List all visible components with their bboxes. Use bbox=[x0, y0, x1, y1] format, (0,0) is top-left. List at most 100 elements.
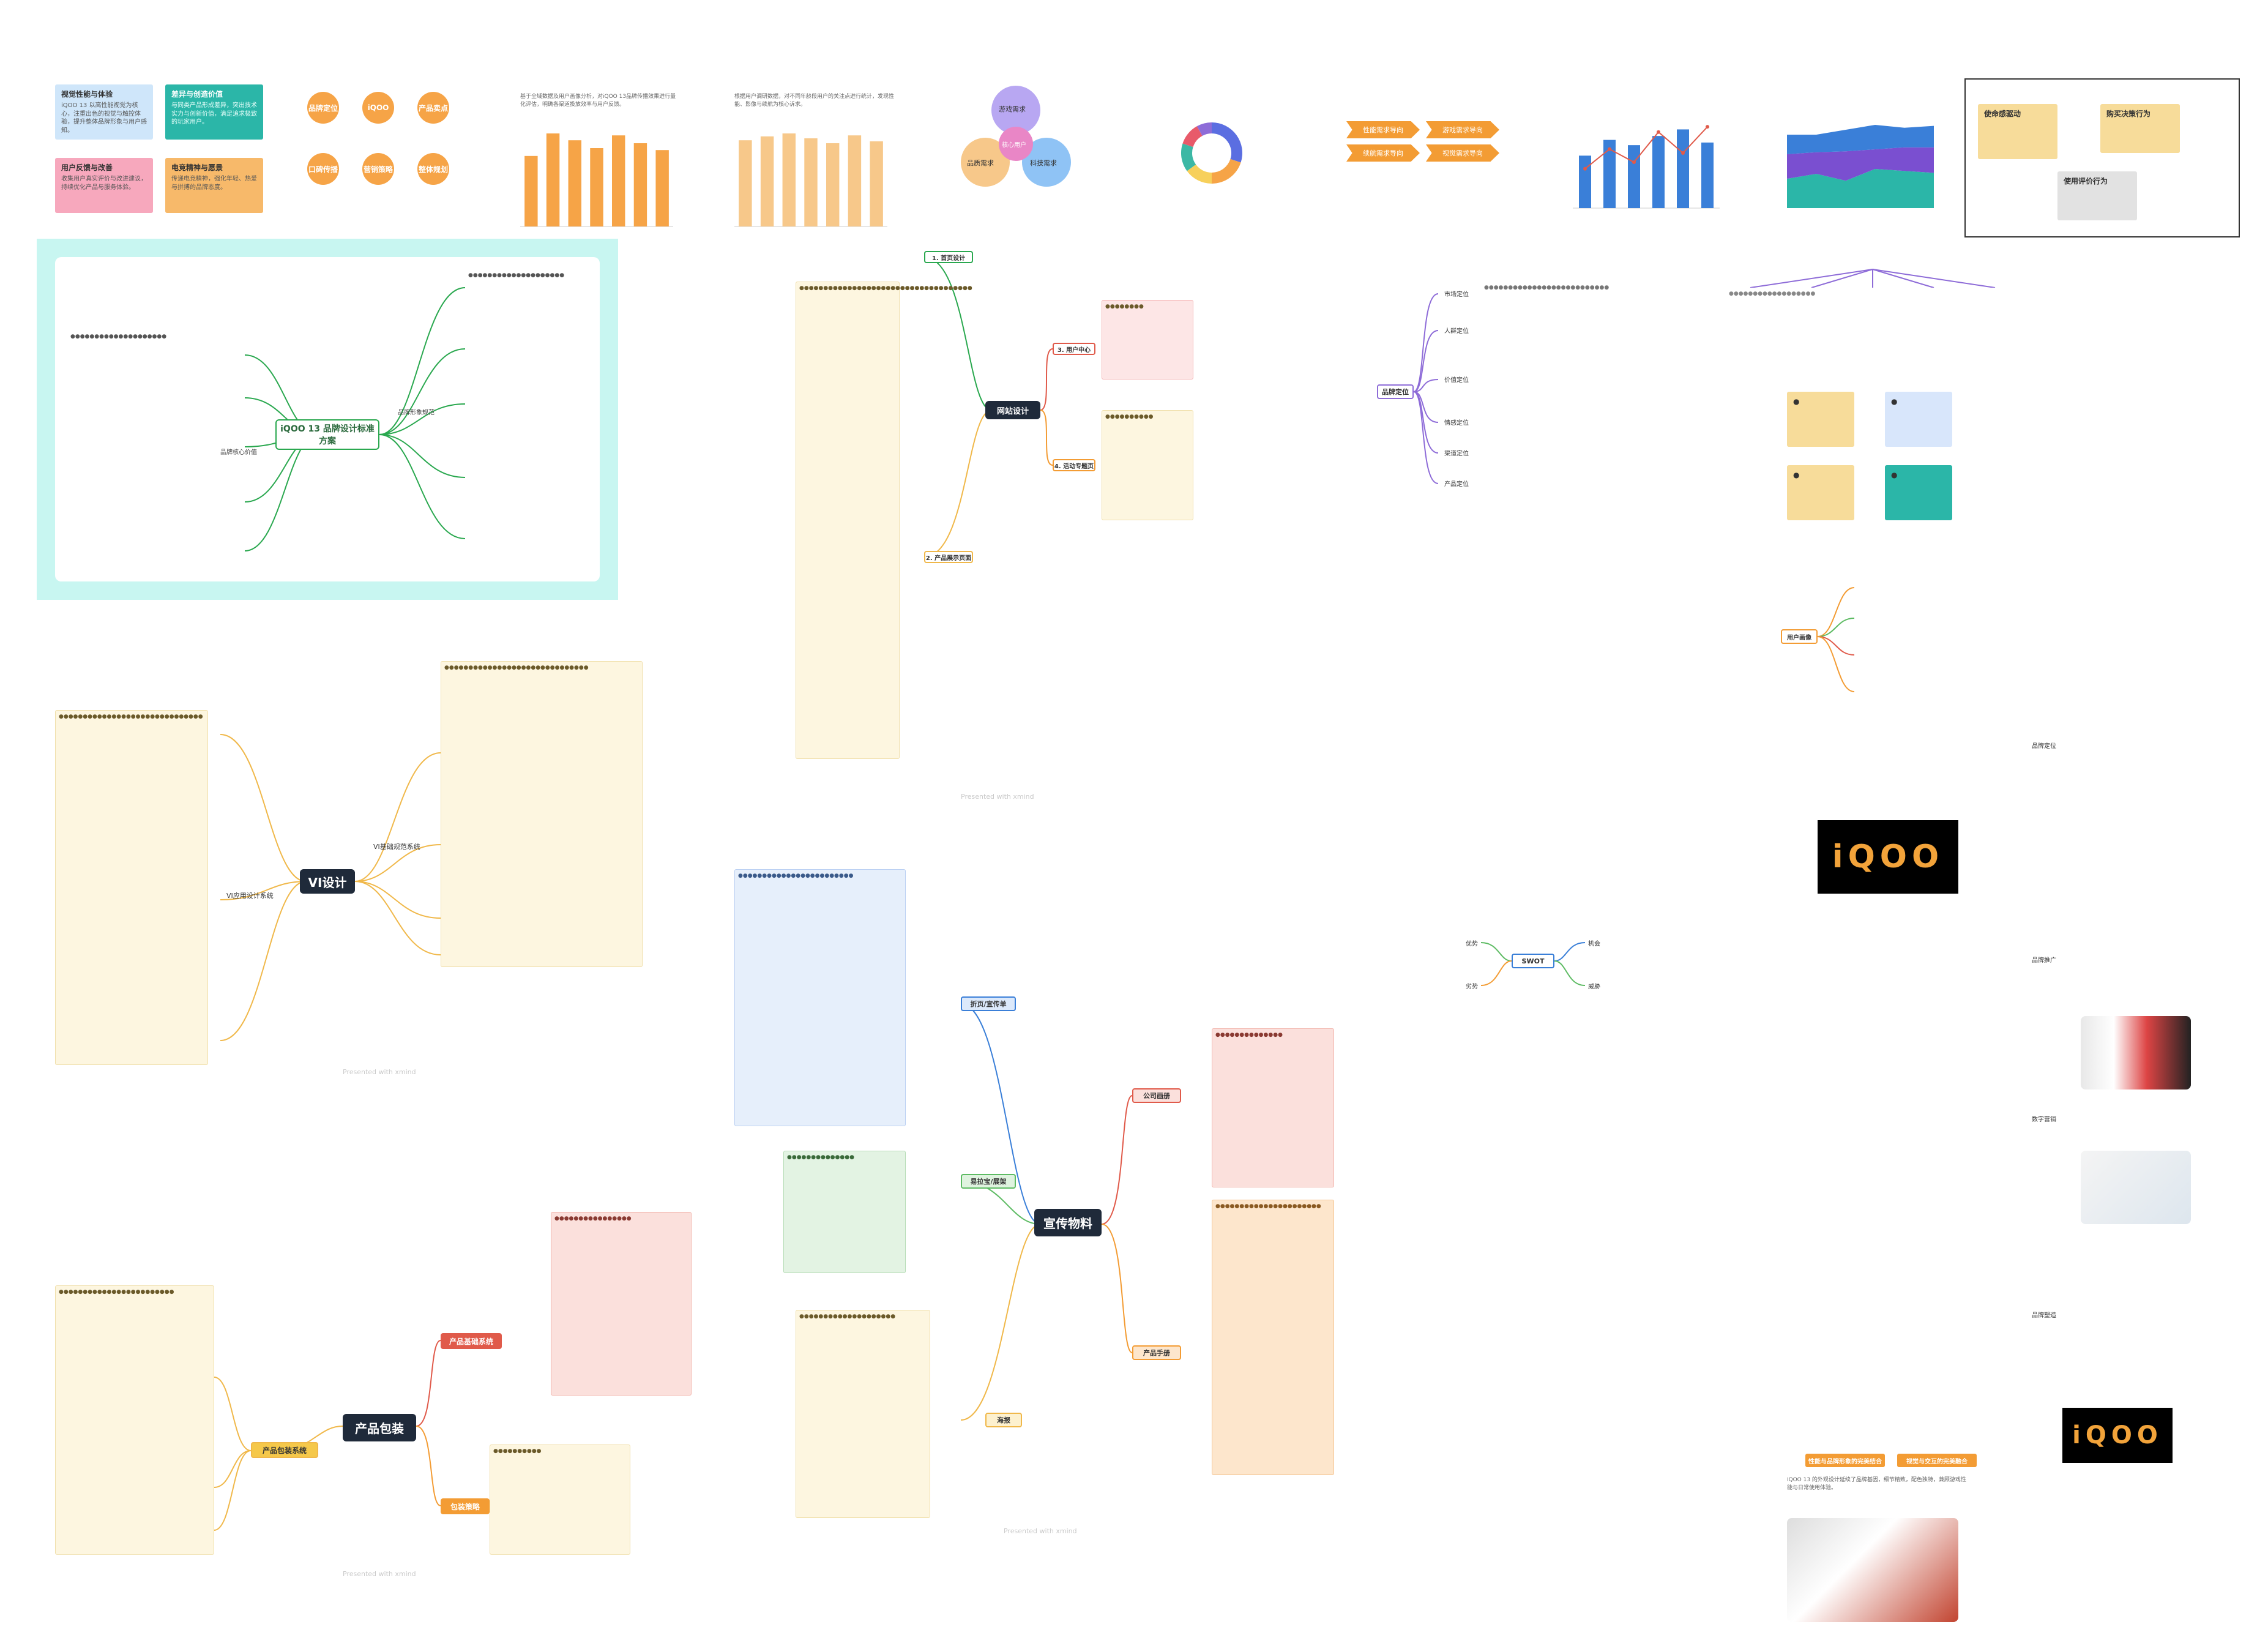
package-branch[interactable]: 包装策略 bbox=[441, 1498, 490, 1514]
note-card: ● bbox=[1787, 465, 1854, 520]
watermark: Presented with xmind bbox=[343, 1068, 416, 1076]
behavior-panel: 使命感驱动 购买决策行为 使用评价行为 bbox=[1964, 78, 2240, 237]
phone-image bbox=[2081, 1016, 2191, 1089]
vi-branch: VI基础规范系统 bbox=[373, 843, 420, 851]
note-title: 差异与创造价值 bbox=[171, 90, 223, 99]
iqoo-logo: iQOO bbox=[1818, 820, 1958, 894]
notes-panel: 视觉性能与体验 iQOO 13 以高性能视觉为核心，注重出色的视觉与触控体验，提… bbox=[37, 67, 288, 233]
venn-label: 科技需求 bbox=[1030, 159, 1057, 167]
note-title: 购买决策行为 bbox=[2106, 110, 2151, 118]
arrow-step: 续航需求导向 bbox=[1346, 144, 1420, 162]
bar bbox=[848, 135, 862, 226]
brand-position-branch: 情感定位 bbox=[1444, 420, 1469, 427]
donut-slice bbox=[1187, 164, 1212, 184]
bar bbox=[655, 150, 669, 226]
topic-circle: 整体规划 bbox=[417, 153, 449, 185]
text-block: ●●●●●●●●●●●●●●●●●●●●●●●●●● bbox=[1481, 282, 1689, 502]
text-block: ●●●●●●●●●● bbox=[1102, 410, 1193, 520]
bar bbox=[760, 136, 774, 226]
topic-circle: 品牌定位 bbox=[307, 92, 339, 124]
text-block: ●●●●●●●●●●●●●●●●●●●●●● bbox=[1212, 1200, 1334, 1475]
donut-slice bbox=[1212, 159, 1241, 184]
vi-root[interactable]: VI设计 bbox=[300, 869, 355, 894]
main-branch-label: 品牌核心价值 bbox=[220, 449, 257, 456]
banner-caption: iQOO 13 的外观设计延续了品牌基因，细节精致，配色独特，兼顾游戏性能与日常… bbox=[1787, 1477, 1966, 1491]
section-title: 品牌推广 bbox=[2032, 957, 2056, 964]
topic-circle: 产品卖点 bbox=[417, 92, 449, 124]
note-card: ● bbox=[1885, 392, 1952, 447]
promo-branch[interactable]: 折页/宣传单 bbox=[961, 996, 1016, 1011]
arrow-step: 游戏需求导向 bbox=[1426, 121, 1499, 138]
promo-branch[interactable]: 公司画册 bbox=[1132, 1088, 1181, 1103]
website-branch[interactable]: 3. 用户中心 bbox=[1053, 343, 1095, 355]
note-title: 视觉性能与体验 bbox=[61, 90, 113, 99]
brand-position-branch: 产品定位 bbox=[1444, 481, 1469, 488]
brand-position-branch: 人群定位 bbox=[1444, 328, 1469, 335]
package-branch[interactable]: 产品包装系统 bbox=[251, 1442, 318, 1458]
brand-position-root[interactable]: 品牌定位 bbox=[1377, 384, 1414, 399]
text-block: ●●●●●●●●●●●●●●●●●●●●●●●●●●●●●● bbox=[441, 661, 643, 967]
bar-chart-1 bbox=[520, 133, 673, 227]
venn-circle bbox=[1022, 138, 1071, 187]
bar bbox=[1579, 155, 1591, 208]
bar bbox=[612, 135, 625, 226]
donut-chart bbox=[1181, 122, 1242, 184]
donut-slice bbox=[1182, 126, 1203, 148]
phone-image bbox=[2081, 1151, 2191, 1224]
section-title: 品牌塑造 bbox=[2032, 1312, 2056, 1319]
persona-root[interactable]: 用户画像 bbox=[1781, 629, 1818, 644]
swot-item: 机会 bbox=[1588, 941, 1600, 947]
iqoo-logo: iQOO bbox=[2062, 1408, 2173, 1463]
chart-caption: 根据用户调研数据，对不同年龄段用户的关注点进行统计，发现性能、影像与续航为核心诉… bbox=[734, 94, 895, 108]
promo-branch[interactable]: 海报 bbox=[985, 1413, 1022, 1427]
bar bbox=[1603, 140, 1616, 208]
topic-circle: iQOO bbox=[362, 92, 394, 124]
promo-branch[interactable]: 易拉宝/展架 bbox=[961, 1174, 1016, 1189]
website-branch[interactable]: 1. 首页设计 bbox=[924, 251, 973, 263]
note-title: 使命感驱动 bbox=[1984, 110, 2021, 118]
section-title: 品牌定位 bbox=[2032, 743, 2056, 750]
venn-circle bbox=[991, 86, 1040, 135]
swot-item: 劣势 bbox=[1466, 984, 1478, 990]
note-body: iQOO 13 以高性能视觉为核心，注重出色的视觉与触控体验，提升整体品牌形象与… bbox=[61, 102, 147, 134]
watermark: Presented with xmind bbox=[1004, 1527, 1077, 1535]
package-root[interactable]: 产品包装 bbox=[343, 1414, 416, 1441]
watermark: Presented with xmind bbox=[961, 793, 1034, 801]
note-card: 购买决策行为 bbox=[2100, 104, 2180, 153]
website-branch[interactable]: 2. 产品展示页面 bbox=[924, 551, 973, 563]
mindmap-main-root[interactable]: iQOO 13 品牌设计标准方案 bbox=[275, 419, 379, 450]
website-root[interactable]: 网站设计 bbox=[985, 401, 1040, 419]
area-band bbox=[1787, 147, 1934, 181]
note-body: 收集用户真实评价与改进建议，持续优化产品与服务体验。 bbox=[61, 176, 147, 191]
website-branch[interactable]: 4. 活动专题页 bbox=[1053, 459, 1095, 471]
bar-chart-panel-2: 根据用户调研数据，对不同年龄段用户的关注点进行统计，发现性能、影像与续航为核心诉… bbox=[722, 92, 918, 233]
donut-slice bbox=[1196, 122, 1212, 136]
text-block: ●●●●●●●●●● bbox=[490, 1445, 630, 1555]
venn-label: 品质需求 bbox=[967, 159, 994, 167]
brand-position-branch: 渠道定位 bbox=[1444, 450, 1469, 457]
banner-tag: 性能与品牌形象的完美结合 bbox=[1805, 1454, 1885, 1467]
promo-branch[interactable]: 产品手册 bbox=[1132, 1345, 1181, 1360]
bar-chart-2 bbox=[734, 133, 887, 227]
promo-root[interactable]: 宣传物料 bbox=[1034, 1209, 1102, 1236]
swot-item: 优势 bbox=[1466, 941, 1478, 947]
section-title: 数字营销 bbox=[2032, 1116, 2056, 1123]
text-block: ●●●●●●●●●●●●●● bbox=[1212, 1028, 1334, 1187]
bar bbox=[546, 133, 560, 226]
package-branch[interactable]: 产品基础系统 bbox=[441, 1333, 502, 1349]
circles-panel: 品牌定位 iQOO 产品卖点 口碑传播 营销策略 整体规划 bbox=[294, 67, 477, 233]
note-card: ● bbox=[1885, 465, 1952, 520]
text-block: ●●●●●●●●●●●●●●●●●●●● bbox=[796, 1310, 930, 1518]
bar bbox=[804, 138, 818, 226]
vi-branch: VI应用设计系统 bbox=[226, 892, 274, 900]
area-chart-panel bbox=[1769, 92, 1952, 233]
arrow-step: 视觉需求导向 bbox=[1426, 144, 1499, 162]
main-branch-label: 品牌形象规范 bbox=[398, 409, 435, 416]
area-chart bbox=[1787, 125, 1934, 208]
venn-label: 核心用户 bbox=[1002, 142, 1026, 149]
chart-caption: 基于全域数据及用户画像分析，对iQOO 13品牌传播效果进行量化评估，明确各渠道… bbox=[520, 94, 676, 108]
swot-center[interactable]: SWOT bbox=[1512, 954, 1554, 968]
